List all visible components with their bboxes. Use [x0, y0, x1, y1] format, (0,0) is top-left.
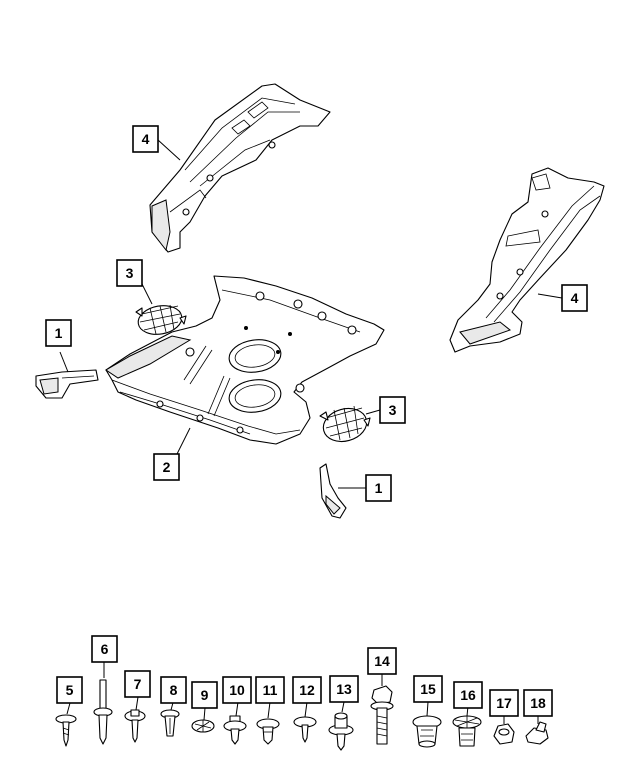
svg-text:1: 1 [375, 480, 383, 496]
callout-8: 8 [160, 676, 187, 704]
callout-1-left: 1 [45, 319, 72, 347]
svg-text:11: 11 [263, 682, 278, 698]
fastener-5 [55, 714, 77, 747]
part-4-right-splash-shield [449, 167, 605, 353]
svg-text:13: 13 [336, 681, 352, 697]
callout-15: 15 [413, 675, 443, 703]
callout-7: 7 [124, 670, 151, 698]
fastener-16 [452, 715, 482, 747]
callout-1-right: 1 [365, 474, 392, 502]
svg-text:14: 14 [374, 653, 390, 669]
fastener-12 [293, 716, 317, 743]
fastener-11 [256, 718, 280, 745]
svg-text:8: 8 [170, 682, 178, 698]
part-2-underbody-shield [105, 275, 385, 445]
svg-text:7: 7 [134, 676, 142, 692]
part-3-lower-grille [319, 405, 371, 443]
fastener-10 [223, 715, 247, 745]
callout-14: 14 [367, 647, 397, 675]
fastener-7 [124, 709, 146, 743]
svg-text:3: 3 [126, 265, 134, 281]
part-3-upper-grille [135, 304, 187, 335]
svg-text:18: 18 [530, 695, 546, 711]
callout-4-right: 4 [561, 284, 588, 312]
part-1-left-bracket [35, 369, 99, 399]
callout-5: 5 [56, 676, 83, 704]
svg-text:15: 15 [420, 681, 436, 697]
fastener-6 [93, 679, 113, 745]
part-4-left-splash-shield [149, 83, 331, 253]
svg-text:16: 16 [460, 687, 476, 703]
callout-4-upper: 4 [132, 125, 159, 153]
callout-18: 18 [523, 689, 553, 717]
svg-text:5: 5 [66, 682, 74, 698]
svg-text:4: 4 [142, 131, 150, 147]
callout-17: 17 [489, 689, 519, 717]
svg-text:1: 1 [55, 325, 63, 341]
callout-16: 16 [453, 681, 483, 709]
callout-13: 13 [329, 675, 359, 703]
svg-text:12: 12 [299, 682, 315, 698]
callout-9: 9 [191, 681, 218, 709]
svg-text:10: 10 [229, 682, 245, 698]
callout-3-lower: 3 [379, 396, 406, 424]
callout-6: 6 [91, 635, 118, 663]
svg-text:17: 17 [496, 695, 512, 711]
fastener-8 [160, 709, 180, 737]
part-1-right-bracket [319, 463, 347, 519]
svg-text:6: 6 [101, 641, 109, 657]
callout-11: 11 [255, 676, 285, 704]
fastener-13 [328, 712, 354, 751]
fastener-18 [525, 721, 549, 745]
svg-text:2: 2 [163, 459, 171, 475]
fastener-9 [191, 719, 215, 733]
svg-text:9: 9 [201, 687, 209, 703]
fastener-14 [370, 685, 394, 745]
fastener-15 [412, 715, 442, 748]
svg-text:3: 3 [389, 402, 397, 418]
svg-text:4: 4 [571, 290, 579, 306]
callout-2: 2 [153, 453, 180, 481]
callout-12: 12 [292, 676, 322, 704]
callout-3-upper: 3 [116, 259, 143, 287]
fastener-17 [493, 723, 515, 745]
callout-10: 10 [222, 676, 252, 704]
